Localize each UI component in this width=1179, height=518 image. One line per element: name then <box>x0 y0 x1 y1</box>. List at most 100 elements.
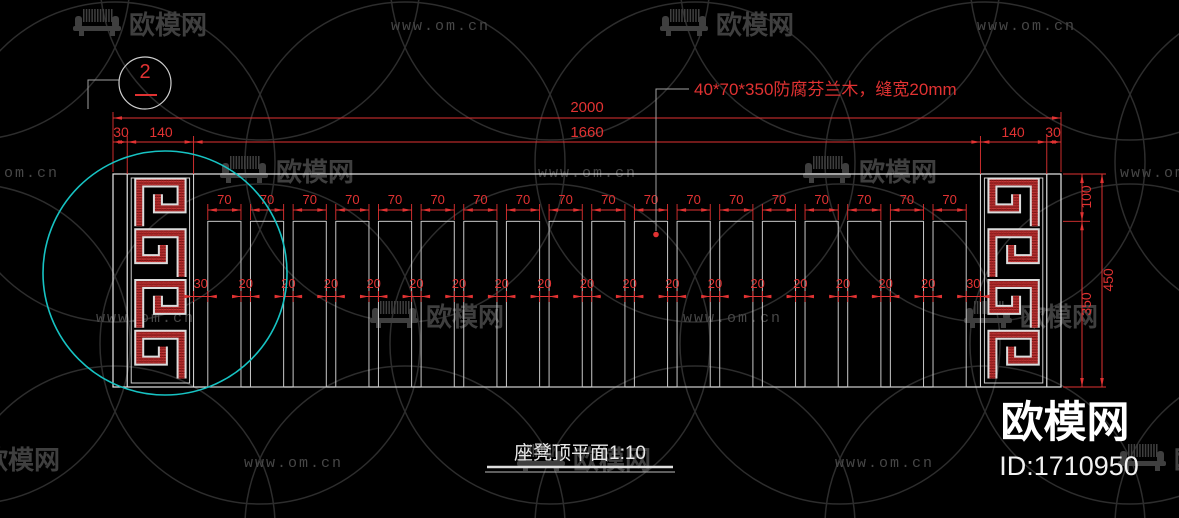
dim-arrow <box>1080 174 1084 183</box>
fret-hatch <box>136 331 185 379</box>
sofa-stripe <box>94 9 96 22</box>
brand-watermark: 欧模网 <box>517 444 651 475</box>
sofa-stripe <box>1128 444 1130 457</box>
sofa-stripe <box>249 156 252 169</box>
dim-text-slat: 70 <box>473 192 487 207</box>
watermark-circle <box>0 365 276 518</box>
sofa-stripe <box>974 301 976 314</box>
sofa-arm <box>842 163 849 175</box>
dim-text-slat: 70 <box>729 192 743 207</box>
watermark-circle <box>0 0 130 138</box>
dim-text-slat: 70 <box>942 192 956 207</box>
dim-arrow <box>719 208 729 212</box>
sofa-leg <box>666 31 671 36</box>
sofa-stripe <box>543 444 546 457</box>
sofa-stripe <box>1133 444 1136 457</box>
slat <box>548 220 583 388</box>
brand-watermark-text: 欧模网 <box>129 10 207 40</box>
dim-arrow <box>1080 221 1084 231</box>
sofa-stripe <box>408 301 410 314</box>
dim-right-140: 140 <box>1001 124 1025 140</box>
dim-text-slat: 70 <box>601 192 615 207</box>
fret-hatch <box>989 230 1038 277</box>
sofa-arm <box>699 16 706 28</box>
brand-watermark: 欧模网 <box>220 156 354 187</box>
dim-arrow <box>113 116 122 120</box>
sofa-stripe <box>815 156 818 169</box>
sofa-stripe <box>546 444 549 457</box>
sofa-stripe <box>678 9 680 22</box>
slat <box>847 220 882 388</box>
url-watermark-text: www.om.cn <box>683 310 782 327</box>
sofa-leg <box>110 31 115 36</box>
watermark-layer: 欧模网欧模网欧模网欧模网欧模网欧模网欧模网欧模网欧模网www.om.cnwww.… <box>0 9 1179 475</box>
sofa-seat <box>73 26 121 31</box>
sofa-stripe <box>689 9 692 22</box>
dim-arrow <box>274 208 284 212</box>
watermark-circle <box>969 183 1179 505</box>
sofa-stripe <box>976 301 979 314</box>
slat <box>719 220 754 388</box>
dim-arrow <box>335 208 345 212</box>
dim-arrow <box>506 208 516 212</box>
sofa-stripe <box>541 444 543 457</box>
sofa-stripe <box>813 156 815 169</box>
dim-arrow <box>232 294 241 299</box>
dim-right-30: 30 <box>1045 124 1061 140</box>
sofa-stripe <box>83 9 85 22</box>
sofa-stripe <box>692 9 694 22</box>
sofa-stripe <box>555 444 557 457</box>
dim-text-slat: 70 <box>217 192 231 207</box>
sofa-stripe <box>681 9 683 22</box>
dim-arrow <box>184 294 194 299</box>
brand-watermark-text: 欧模网 <box>716 10 794 40</box>
right-dimension-texts: 100 350 450 <box>1078 185 1116 316</box>
sofa-stripe <box>235 156 238 169</box>
dim-text-gap: 20 <box>665 276 679 291</box>
slat <box>420 220 455 388</box>
slat <box>761 220 797 388</box>
sofa-arm <box>556 451 563 463</box>
detail-highlight-circle <box>42 150 288 396</box>
sofa-stripe <box>1150 444 1152 457</box>
dim-arrow <box>1080 378 1084 387</box>
sofa-stripe <box>244 156 246 169</box>
dim-height-total: 450 <box>1100 268 1116 292</box>
sofa-stripe <box>1147 444 1150 457</box>
sofa-stripe <box>670 9 672 22</box>
sofa-stripe <box>88 9 91 22</box>
sofa-stripe <box>1142 444 1144 457</box>
dim-text-slat: 70 <box>430 192 444 207</box>
brand-watermark: 欧模网 <box>73 9 207 40</box>
slat <box>591 220 626 388</box>
sofa-stripe <box>391 301 393 314</box>
dim-height-top: 100 <box>1078 185 1094 209</box>
watermark-circle <box>99 183 421 505</box>
dim-arrow <box>933 208 942 212</box>
sofa-stripe <box>532 444 535 457</box>
sofa-arm <box>1157 451 1164 463</box>
sofa-stripe <box>105 9 107 22</box>
brand-watermark: 欧模网 <box>660 9 794 40</box>
dim-arrow <box>250 208 260 212</box>
sofa-stripe <box>821 156 823 169</box>
dim-arrow <box>615 294 625 299</box>
slat <box>633 220 669 388</box>
slat <box>804 220 839 388</box>
dim-text-gap: 20 <box>537 276 551 291</box>
sofa-stripe <box>1144 444 1147 457</box>
slat <box>889 220 925 388</box>
dim-arrow <box>677 208 687 212</box>
sofa-stripe <box>396 301 399 314</box>
watermark-circle <box>0 186 131 502</box>
sofa-icon <box>660 9 708 36</box>
watermark-circle <box>824 365 1146 518</box>
annotation-text: 40*70*350防腐芬兰木，缝宽20mm <box>694 80 957 99</box>
sofa-icon <box>73 9 121 36</box>
sofa-stripe <box>382 301 385 314</box>
sofa-seat <box>517 461 565 466</box>
sofa-stripe <box>527 444 529 457</box>
sofa-stripe <box>388 301 390 314</box>
dim-text-slat: 70 <box>772 192 786 207</box>
